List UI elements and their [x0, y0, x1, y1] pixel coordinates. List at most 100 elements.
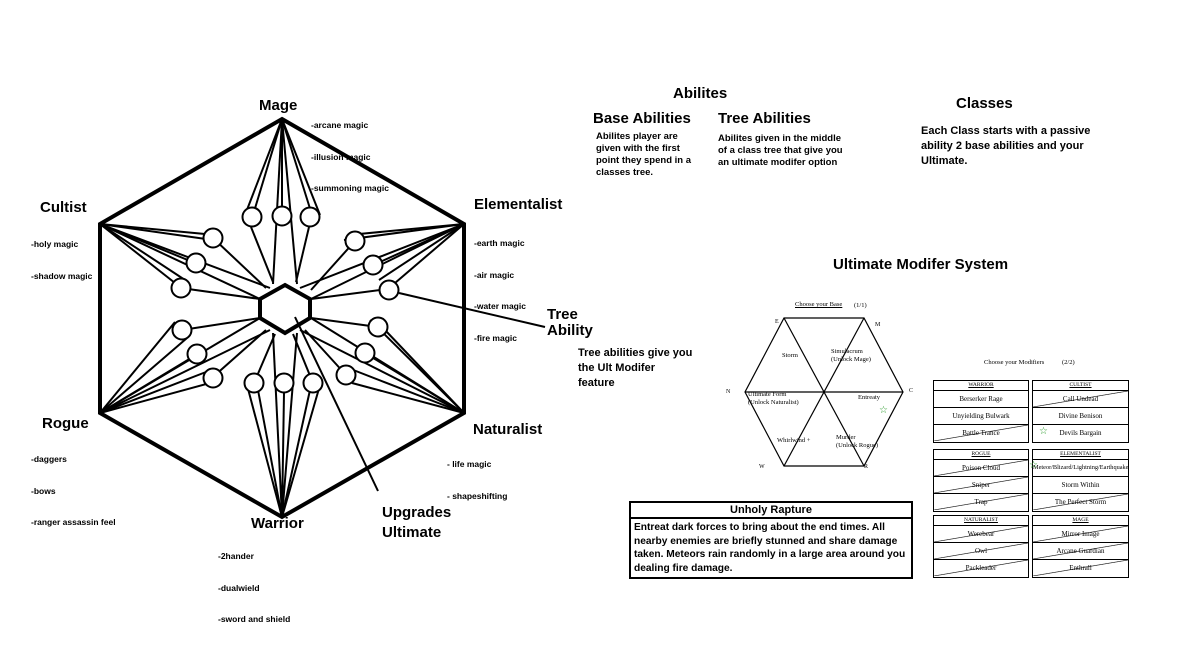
mod-option-disabled[interactable]: Trap: [934, 494, 1028, 510]
trait: - shapeshifting: [447, 490, 508, 501]
selected-star-icon: ☆: [1039, 426, 1048, 437]
ability-node: [243, 372, 265, 394]
tree-branches: [99, 118, 465, 518]
choose-mods-label: Choose your Modifiers: [984, 359, 1045, 366]
segment-simulacrum[interactable]: Simulacrum (Unlock Mage): [831, 348, 871, 363]
mod-option[interactable]: Berserker Rage: [934, 391, 1028, 408]
segment-whirlwind[interactable]: Whirlwind +: [777, 437, 811, 444]
dir-label-r: R: [864, 464, 869, 470]
class-name-cultist: Cultist: [40, 199, 87, 216]
mod-option-disabled[interactable]: Packleader: [934, 560, 1028, 576]
class-traits-cultist: -holy magic -shadow magic: [31, 218, 92, 292]
selected-star-icon: ☆: [879, 405, 888, 416]
ability-node: [202, 227, 224, 249]
class-name-naturalist: Naturalist: [473, 421, 543, 438]
trait: -holy magic: [31, 239, 79, 249]
ability-node: [186, 343, 208, 365]
ability-node: [299, 206, 321, 228]
class-name-warrior: Warrior: [251, 515, 304, 532]
upgrades-ultimate-pointer: [294, 316, 379, 492]
trait: -illusion magic: [311, 151, 371, 162]
class-name-mage: Mage: [259, 97, 298, 114]
ability-node: [362, 254, 384, 276]
mod-table-head: ELEMENTALIST: [1033, 450, 1128, 460]
tree-abilities-desc: Abilites given in the middle of a class …: [718, 133, 843, 168]
mods-count: (2/2): [1062, 359, 1075, 366]
ability-node: [335, 364, 357, 386]
ability-node: [171, 319, 193, 341]
base-abilities-title: Base Abilities: [593, 110, 691, 127]
mod-option-selected[interactable]: Devils Bargain: [1059, 429, 1102, 437]
trait: -daggers: [31, 454, 67, 464]
base-count: (1/1): [854, 302, 867, 309]
mod-option-disabled[interactable]: Call Undead: [1033, 391, 1128, 408]
mod-option[interactable]: Unyielding Bulwark: [934, 408, 1028, 425]
mod-table-rogue: ROGUE Poison Cloud Sniper Trap: [933, 449, 1029, 512]
mod-table-warrior: WARRIOR Berserker Rage Unyielding Bulwar…: [933, 380, 1029, 443]
mod-option-disabled[interactable]: Arcane Guardian: [1033, 543, 1128, 560]
class-tree-diagram: [98, 116, 546, 520]
selected-star-icon: ☆: [1029, 460, 1038, 471]
mod-table-mage: MAGE Mirror Image Arcane Guardian Enthra…: [1032, 515, 1129, 578]
mod-table-head: WARRIOR: [934, 381, 1028, 391]
class-name-rogue: Rogue: [42, 415, 89, 432]
trait: -air magic: [474, 269, 515, 280]
mod-table-head: ROGUE: [934, 450, 1028, 460]
ability-node: [241, 206, 263, 228]
class-traits-mage: -arcane magic -illusion magic -summoning…: [311, 99, 389, 204]
ability-node: [271, 205, 293, 227]
ability-node: [185, 252, 207, 274]
class-traits-elementalist: -earth magic -air magic -water magic -fi…: [474, 217, 526, 354]
tree-ability-callout: Tree Ability: [547, 306, 593, 339]
segment-entreaty[interactable]: Entreaty: [858, 394, 881, 401]
mod-option[interactable]: Storm Within: [1033, 477, 1128, 494]
mod-table-elementalist: ELEMENTALIST Meteor/Blizard/Lightning/Ea…: [1032, 449, 1129, 512]
trait: -bows: [31, 485, 56, 496]
mod-option-disabled[interactable]: Battle Trance: [934, 425, 1028, 441]
base-abilities-desc: Abilites player are given with the first…: [596, 131, 692, 178]
dir-label-w: W: [759, 464, 765, 470]
mod-option[interactable]: Divine Benison: [1033, 408, 1128, 425]
ability-node: [202, 367, 224, 389]
ability-node: [273, 372, 295, 394]
choose-base-label: Choose your Base: [795, 301, 843, 308]
mod-option-disabled[interactable]: Werebear: [934, 526, 1028, 543]
mod-option-disabled[interactable]: Enthrall: [1033, 560, 1128, 576]
ability-node: [378, 279, 400, 301]
trait: -water magic: [474, 301, 526, 311]
ultimate-result-title: Unholy Rapture: [631, 503, 911, 519]
upgrades-ultimate-callout: Upgrades Ultimate: [382, 504, 452, 541]
classes-desc: Each Class starts with a passive ability…: [921, 125, 1091, 167]
trait: - life magic: [447, 459, 492, 469]
ums-title: Ultimate Modifer System: [833, 256, 1009, 273]
mod-table-cultist: CULTIST Call Undead Divine Benison Devil…: [1032, 380, 1129, 443]
mod-option-disabled[interactable]: Poison Cloud: [934, 460, 1028, 477]
base-selector-hexagon: [744, 317, 904, 467]
trait: -summoning magic: [311, 183, 389, 193]
trait: -2hander: [218, 551, 254, 561]
mod-table-head: MAGE: [1033, 516, 1128, 526]
ability-node: [344, 230, 366, 252]
trait: -arcane magic: [311, 120, 369, 130]
mod-table-head: CULTIST: [1033, 381, 1128, 391]
ability-node: [170, 277, 192, 299]
mod-option-disabled[interactable]: Owl: [934, 543, 1028, 560]
mod-option-disabled[interactable]: Mirror Image: [1033, 526, 1128, 543]
ability-nodes: [170, 205, 400, 394]
mod-option-disabled[interactable]: Sniper: [934, 477, 1028, 494]
mod-option-disabled[interactable]: The Perfect Storm: [1033, 494, 1128, 510]
ultimate-result-desc: Entreat dark forces to bring about the e…: [634, 522, 906, 574]
center-hexagon: [258, 282, 312, 336]
segment-murder[interactable]: Murder (Unlock Rogue): [836, 434, 879, 449]
class-traits-warrior: -2hander -dualwield -sword and shield: [218, 530, 290, 635]
trait: -ranger assassin feel: [31, 517, 116, 527]
class-name-elementalist: Elementalist: [474, 196, 563, 213]
dir-label-m: M: [875, 322, 881, 328]
ability-node: [367, 316, 389, 338]
trait: -earth magic: [474, 238, 525, 248]
segment-storm[interactable]: Storm: [782, 352, 798, 359]
segment-ultimate-form[interactable]: Ultimate Form (Unlock Naturalist): [748, 391, 799, 406]
tree-ability-pointer: [398, 292, 546, 328]
mod-option-selected[interactable]: Meteor/Blizard/Lightning/Earthquake: [1033, 460, 1128, 477]
class-traits-rogue: -daggers -bows -ranger assassin feel: [31, 433, 116, 538]
